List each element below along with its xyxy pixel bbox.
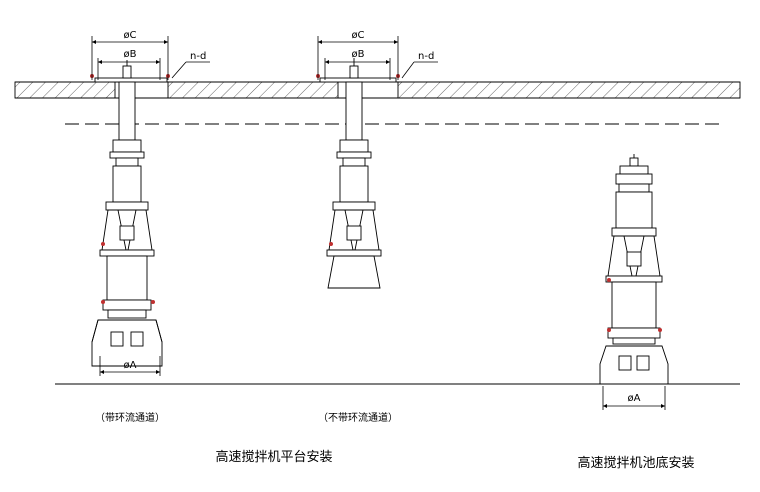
- marker-dot: [658, 328, 662, 332]
- dimensions-mixer-1: [91, 36, 210, 376]
- mixer-pool-bottom: [599, 154, 669, 385]
- title-platform-install: 高速搅拌机平台安装: [215, 449, 332, 465]
- dim-phi-b-2: øB: [352, 49, 365, 60]
- dim-phi-a-1: øA: [124, 360, 137, 371]
- mixer-with-ring: [91, 60, 168, 367]
- platform-slab: [14, 81, 741, 99]
- marker-dot: [101, 300, 105, 304]
- marker-dot: [329, 242, 333, 246]
- caption-without-ring: （不带环流通道）: [318, 411, 398, 424]
- dimensions-mixer-3: [602, 386, 666, 410]
- marker-dot: [607, 278, 611, 282]
- title-pool-bottom-install: 高速搅拌机池底安装: [577, 455, 694, 471]
- dim-n-d-2: n-d: [418, 51, 434, 62]
- dim-n-d-1: n-d: [190, 51, 206, 62]
- dimensions-mixer-2: [317, 36, 438, 80]
- dim-phi-a-3: øA: [628, 393, 641, 404]
- caption-with-ring: （带环流通道）: [95, 411, 165, 424]
- dim-phi-b-1: øB: [124, 49, 137, 60]
- mixer-without-ring: [319, 58, 397, 289]
- marker-dot: [607, 328, 611, 332]
- marker-dot: [101, 242, 105, 246]
- marker-dot: [151, 300, 155, 304]
- dim-phi-c-1: øC: [123, 30, 136, 41]
- dim-phi-c-2: øC: [351, 30, 364, 41]
